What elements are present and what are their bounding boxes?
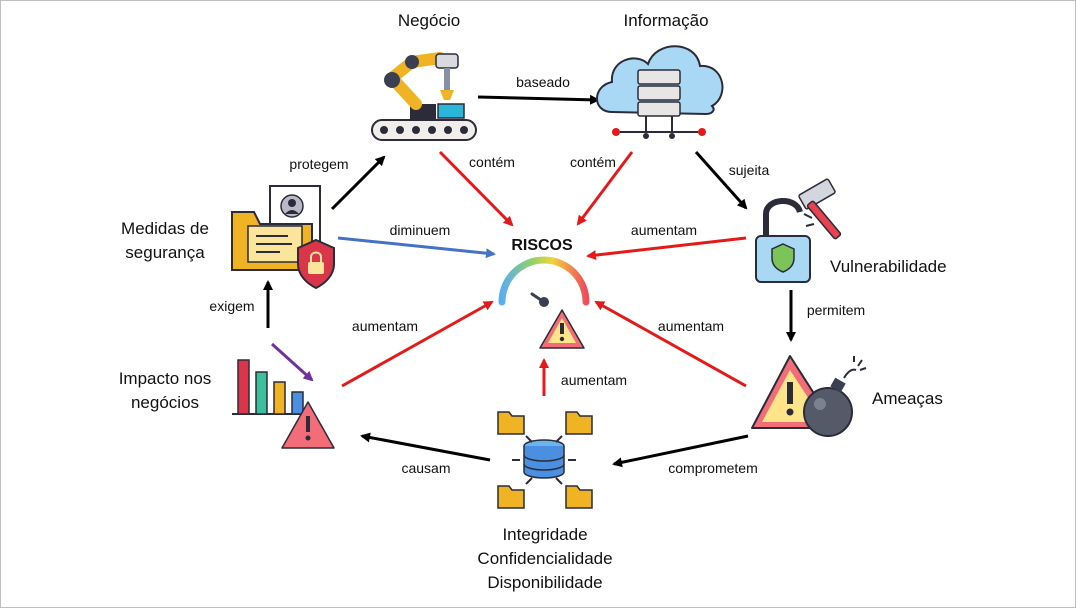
secure-folder-icon [231, 185, 335, 290]
node-medidas-label-line2: segurança [125, 243, 205, 262]
node-cia-label-line1: Integridade [502, 525, 588, 544]
node-riscos-label: RISCOS [511, 237, 573, 254]
node-informacao-label: Informação [623, 11, 709, 30]
arrow-aumentam-vulnerabilidade [586, 236, 747, 261]
node-impacto-label-line2: negócios [130, 393, 200, 412]
broken-padlock-hammer-icon [755, 178, 842, 283]
node-ameacas-label: Ameaças [872, 389, 943, 408]
edge-label-contem-informacao: contém [570, 154, 616, 170]
node-vulnerabilidade-label: Vulnerabilidade [830, 257, 947, 276]
arrow-aumentam-ameacas [594, 300, 747, 388]
edge-label-aumentam-cia: aumentam [560, 372, 628, 388]
arrow-sujeita [694, 151, 748, 210]
edge-label-comprometem: comprometem [668, 460, 758, 476]
edge-label-aumentam-impacto: aumentam [351, 318, 419, 334]
edge-label-aumentam-vulnerabilidade: aumentam [630, 222, 698, 238]
edge-label-aumentam-ameacas: aumentam [657, 318, 725, 334]
robotic-arm-conveyor-icon [371, 52, 477, 141]
edge-label-baseado: baseado [516, 74, 570, 90]
node-medidas-label-line1: Medidas de [121, 219, 209, 238]
arrow-contem-negocio [438, 150, 514, 227]
warning-bomb-icon [751, 355, 867, 437]
arrow-contem-informacao [576, 151, 634, 226]
node-negocio-label: Negócio [397, 11, 461, 30]
arrow-baseado [477, 94, 600, 105]
bar-chart-warning-icon [232, 342, 335, 449]
arrow-protegem [330, 155, 386, 211]
edge-label-causam: causam [401, 460, 451, 476]
cloud-database-icon [596, 45, 724, 139]
edge-label-sujeita: sujeita [728, 162, 770, 178]
arrow-comprometem [612, 434, 749, 468]
database-folders-icon [497, 411, 593, 509]
arrow-aumentam-impacto [341, 300, 494, 388]
edge-label-protegem: protegem [289, 156, 349, 172]
edge-label-diminuem: diminuem [389, 222, 451, 238]
node-cia-label-line3: Disponibilidade [487, 573, 603, 592]
edge-label-permitem: permitem [806, 302, 866, 318]
arrow-causam [360, 432, 491, 462]
arrow-diminuem [337, 236, 496, 259]
edge-label-exigem: exigem [209, 298, 255, 314]
node-impacto-label-line1: Impacto nos [118, 369, 212, 388]
node-cia-label-line2: Confidencialidade [477, 549, 613, 568]
risk-gauge-icon [498, 256, 590, 349]
edge-label-contem-negocio: contém [469, 154, 515, 170]
